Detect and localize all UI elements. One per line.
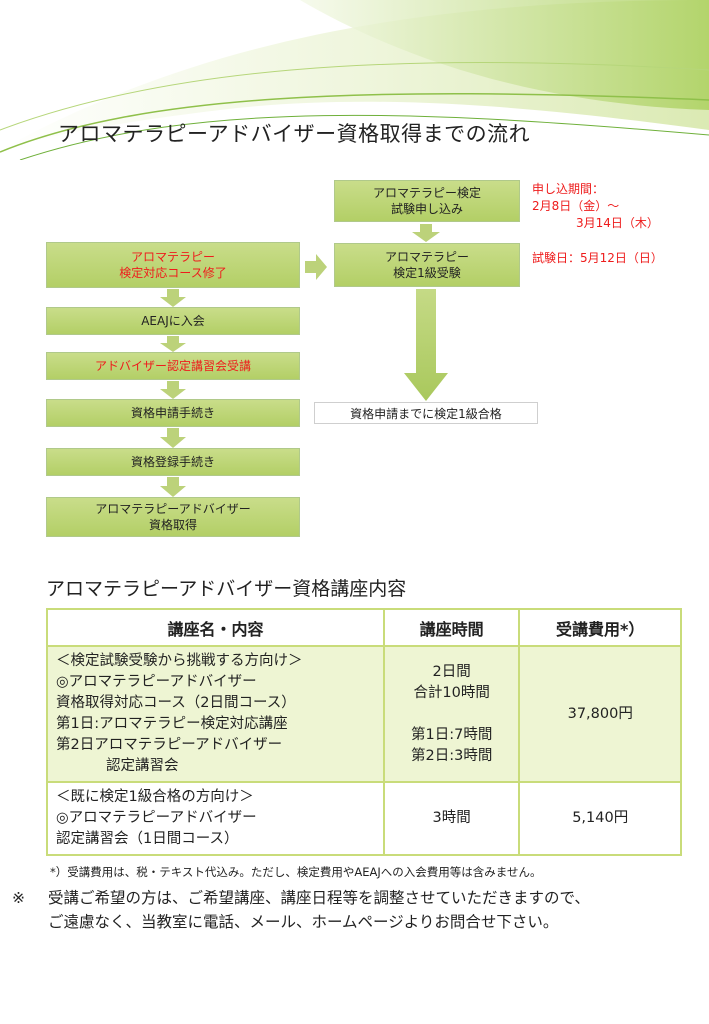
course-time: 3時間 — [382, 781, 521, 856]
header-name: 講座名・内容 — [46, 608, 385, 647]
pass-requirement: 資格申請までに検定1級合格 — [314, 402, 538, 424]
step-label: 資格申請手続き — [130, 406, 215, 420]
step-course-complete: アロマテラピー 検定対応コース修了 — [46, 242, 300, 288]
down-arrow-icon — [412, 224, 440, 242]
step-exam-application: アロマテラピー検定 試験申し込み — [334, 180, 520, 222]
step-label: アドバイザー認定講習会受講 — [94, 359, 251, 373]
time-line: 第1日:7時間 — [410, 726, 493, 743]
application-period-label: 申し込期間： — [532, 182, 605, 196]
course-time: 2日間 合計10時間 第1日:7時間 第2日:3時間 — [382, 645, 521, 783]
page-title: アロマテラピーアドバイザー資格取得までの流れ — [58, 122, 531, 146]
step-application: 資格申請手続き — [46, 399, 300, 427]
time-line: 合計10時間 — [413, 684, 490, 701]
step-label: AEAJに入会 — [141, 314, 205, 328]
content-line: 認定講習会 — [106, 758, 179, 774]
long-down-arrow-icon — [404, 289, 448, 401]
step-exam-grade1: アロマテラピー 検定1級受験 — [334, 243, 520, 287]
contact-remark: ※ 受講ご希望の方は、ご希望講座、講座日程等を調整させていただきますので、 ご遠… — [12, 886, 590, 934]
step-qualification: アロマテラピーアドバイザー 資格取得 — [46, 497, 300, 537]
content-line: 認定講習会（1日間コース） — [56, 831, 239, 847]
right-arrow-icon — [305, 254, 327, 280]
application-period-to: 3月14日（木） — [576, 216, 659, 230]
content-line: 第2日アロマテラピーアドバイザー — [56, 737, 283, 753]
step-label: 資格登録手続き — [130, 455, 215, 469]
remark-mark: ※ — [12, 889, 25, 907]
step-label: アロマテラピー — [130, 250, 215, 264]
application-period-from: 2月8日（金）～ — [532, 199, 620, 213]
step-join-aeaj: AEAJに入会 — [46, 307, 300, 335]
down-arrow-icon — [160, 336, 186, 352]
content-line: ＜検定試験受験から挑戦する方向け＞ — [56, 653, 303, 669]
time-line: 第2日:3時間 — [410, 747, 493, 764]
course-content: ＜既に検定1級合格の方向け＞ ◎アロマテラピーアドバイザー 認定講習会（1日間コ… — [46, 781, 385, 856]
step-label: 検定1級受験 — [393, 266, 461, 280]
table-row: ＜既に検定1級合格の方向け＞ ◎アロマテラピーアドバイザー 認定講習会（1日間コ… — [46, 781, 682, 856]
step-label: 検定対応コース修了 — [119, 266, 227, 280]
courses-title: アロマテラピーアドバイザー資格講座内容 — [46, 578, 407, 600]
step-label: アロマテラピーアドバイザー — [95, 502, 251, 516]
content-line: 第1日:アロマテラピー検定対応講座 — [56, 716, 288, 732]
course-table: 講座名・内容 講座時間 受講費用*） ＜検定試験受験から挑戦する方向け＞ ◎アロ… — [46, 608, 682, 856]
down-arrow-icon — [160, 477, 186, 497]
header-fee: 受講費用*） — [518, 608, 682, 647]
table-header-row: 講座名・内容 講座時間 受講費用*） — [46, 608, 682, 647]
step-advisor-lecture: アドバイザー認定講習会受講 — [46, 352, 300, 380]
course-fee: 37,800円 — [518, 645, 682, 783]
step-label: アロマテラピー — [384, 250, 469, 264]
content-line: ◎アロマテラピーアドバイザー — [56, 810, 257, 826]
remark-line: 受講ご希望の方は、ご希望講座、講座日程等を調整させていただきますので、 — [48, 889, 590, 907]
content-line: ＜既に検定1級合格の方向け＞ — [56, 789, 254, 805]
decorative-swoosh — [0, 0, 709, 160]
content-line: ◎アロマテラピーアドバイザー — [56, 674, 257, 690]
header-time: 講座時間 — [382, 608, 521, 647]
time-line: 2日間 — [432, 663, 471, 680]
down-arrow-icon — [160, 428, 186, 448]
step-label: 試験申し込み — [390, 202, 463, 216]
fee-footnote: *）受講費用は、税・テキスト代込み。ただし、検定費用やAEAJへの入会費用等は含… — [50, 865, 542, 879]
down-arrow-icon — [160, 289, 186, 307]
course-fee: 5,140円 — [518, 781, 682, 856]
table-row: ＜検定試験受験から挑戦する方向け＞ ◎アロマテラピーアドバイザー 資格取得対応コ… — [46, 645, 682, 783]
pass-requirement-label: 資格申請までに検定1級合格 — [350, 406, 502, 421]
remark-line: ご遠慮なく、当教室に電話、メール、ホームページよりお問合せ下さい。 — [48, 913, 559, 931]
content-line: 資格取得対応コース（2日間コース） — [56, 695, 296, 711]
step-label: 資格取得 — [148, 518, 197, 532]
step-registration: 資格登録手続き — [46, 448, 300, 476]
course-content: ＜検定試験受験から挑戦する方向け＞ ◎アロマテラピーアドバイザー 資格取得対応コ… — [46, 645, 385, 783]
step-label: アロマテラピー検定 — [372, 186, 481, 200]
down-arrow-icon — [160, 381, 186, 399]
exam-date: 試験日：5月12日（日） — [532, 251, 663, 265]
